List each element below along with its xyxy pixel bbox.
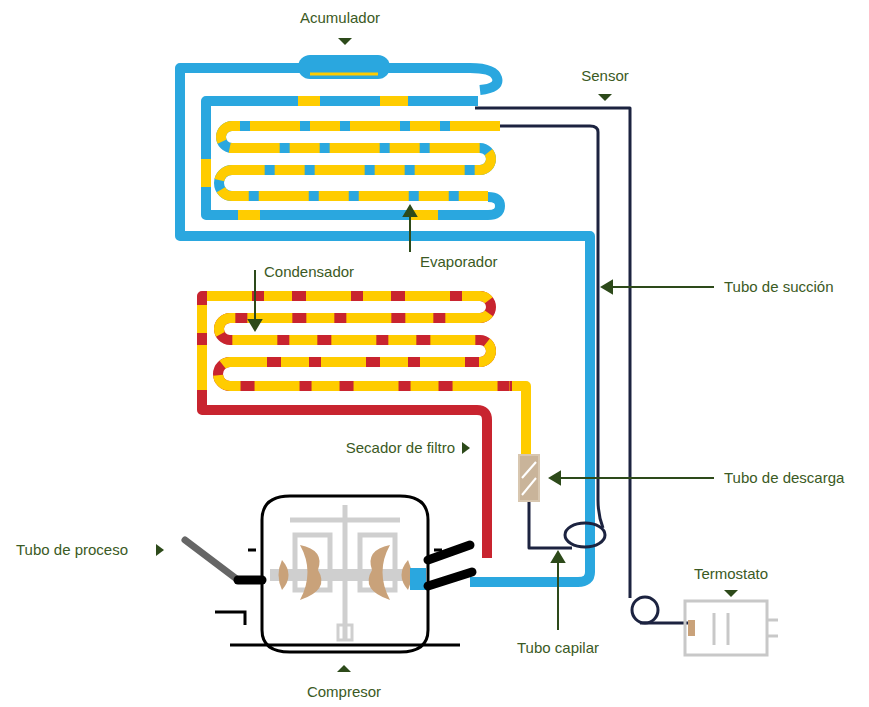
part-label: Evaporador [418,253,500,271]
part-label: Tubo de succión [722,278,836,296]
part-label: Tubo de descarga [722,469,846,487]
part-label: Acumulador [298,9,382,27]
part-label: Termostato [692,565,770,583]
part-label: Condensador [262,263,356,281]
part-label: Sensor [579,67,631,85]
part-label: Secador de filtro [344,439,457,457]
part-label: Compresor [305,683,383,701]
part-label: Tubo de proceso [14,541,130,559]
part-label: Tubo capilar [515,639,601,657]
